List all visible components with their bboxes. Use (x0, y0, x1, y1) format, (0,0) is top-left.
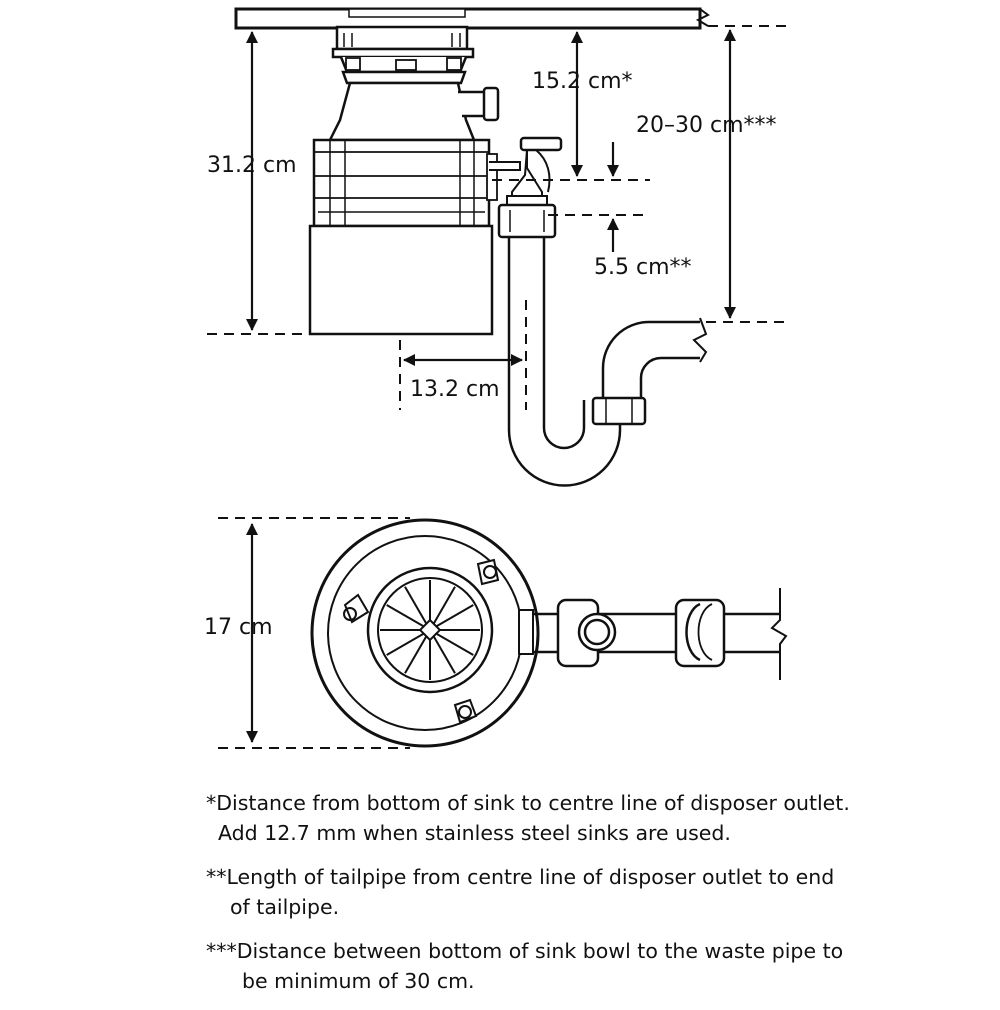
sink-bottom (234, 7, 790, 30)
footnote-1: *Distance from bottom of sink to centre … (206, 788, 986, 848)
footnote-3: ***Distance between bottom of sink bowl … (206, 936, 986, 996)
footnote-2-line-2: of tailpipe. (230, 895, 340, 919)
label-tailpipe: 5.5 cm** (594, 255, 692, 280)
footnote-3-line-1: ***Distance between bottom of sink bowl … (206, 939, 844, 963)
baffle-spoke (433, 586, 456, 624)
reference-lines (207, 179, 650, 410)
discharge-pipe-top (533, 588, 788, 680)
footnote-2-line-1: **Length of tailpipe from centre line of… (206, 865, 835, 889)
label-diameter: 17 cm (204, 615, 273, 640)
label-outlet-offset: 13.2 cm (410, 377, 500, 402)
disposer-lower-canister (308, 224, 494, 336)
motor-housing (312, 138, 498, 228)
label-outlet-from-sink: 15.2 cm* (532, 69, 633, 94)
baffle (380, 580, 480, 680)
baffle-spoke (404, 636, 427, 674)
baffle-spoke (433, 636, 456, 674)
baffle-spoke (436, 604, 474, 627)
top-view (218, 517, 788, 749)
footnote-1-line-1: *Distance from bottom of sink to centre … (206, 791, 850, 815)
mounting-assembly (331, 8, 475, 85)
dimension-labels: 31.2 cm 15.2 cm* 20–30 cm*** 5.5 cm** 13… (204, 69, 777, 640)
dimension-arrows (246, 29, 736, 366)
label-sink-to-waste: 20–30 cm*** (636, 113, 777, 138)
top-view-dashed-lines (218, 517, 410, 749)
footnote-2: **Length of tailpipe from centre line of… (206, 862, 986, 922)
footnote-1-line-2: Add 12.7 mm when stainless steel sinks a… (218, 821, 731, 845)
baffle-spoke (436, 633, 474, 656)
disposer-outline-top (310, 518, 540, 748)
baffle-spoke (404, 586, 427, 624)
label-height-total: 31.2 cm (207, 153, 297, 178)
disposer-upper-body (327, 81, 500, 142)
baffle-spoke (386, 604, 424, 627)
footnotes: *Distance from bottom of sink to centre … (206, 788, 986, 1010)
p-trap (507, 237, 790, 487)
side-view (207, 7, 790, 487)
discharge-tube (489, 136, 563, 239)
baffle-spoke (386, 633, 424, 656)
footnote-3-line-2: be minimum of 30 cm. (242, 969, 475, 993)
mounting-lugs (343, 558, 500, 724)
